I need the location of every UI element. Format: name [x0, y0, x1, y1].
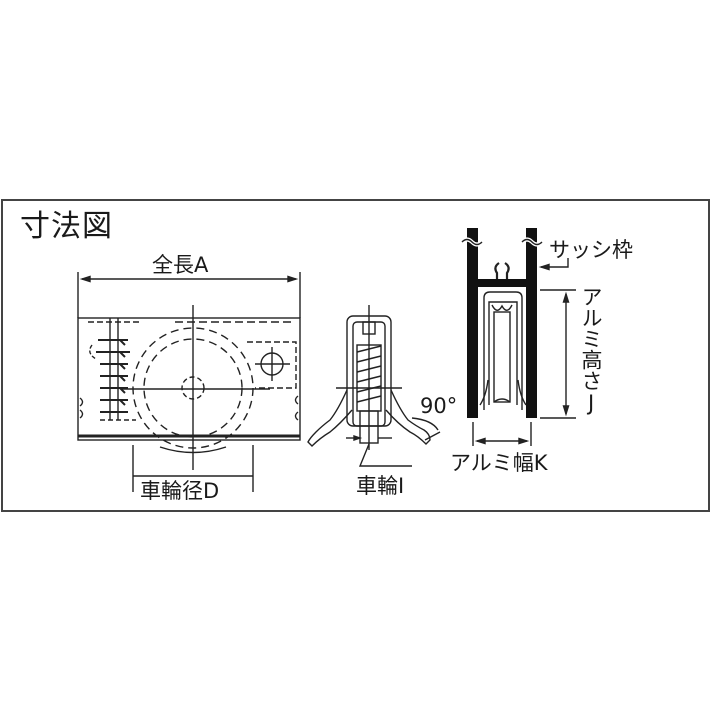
side-section-drawing	[307, 305, 441, 467]
sash-installed-drawing	[460, 228, 576, 446]
total-length-label: 全長A	[152, 253, 209, 277]
diagram-frame	[1, 199, 710, 512]
front-view-drawing	[77, 272, 301, 492]
wheel-diameter-label: 車輪径D	[140, 479, 220, 503]
angle-label: 90°	[420, 394, 458, 418]
aluminum-width-label: アルミ幅K	[450, 451, 548, 475]
sash-frame-label: サッシ枠	[549, 238, 633, 262]
aluminum-height-label: アルミ高さJ	[579, 286, 604, 415]
diagram-title: 寸法図	[20, 209, 113, 244]
wheel-width-label: 車輪I	[356, 474, 405, 498]
